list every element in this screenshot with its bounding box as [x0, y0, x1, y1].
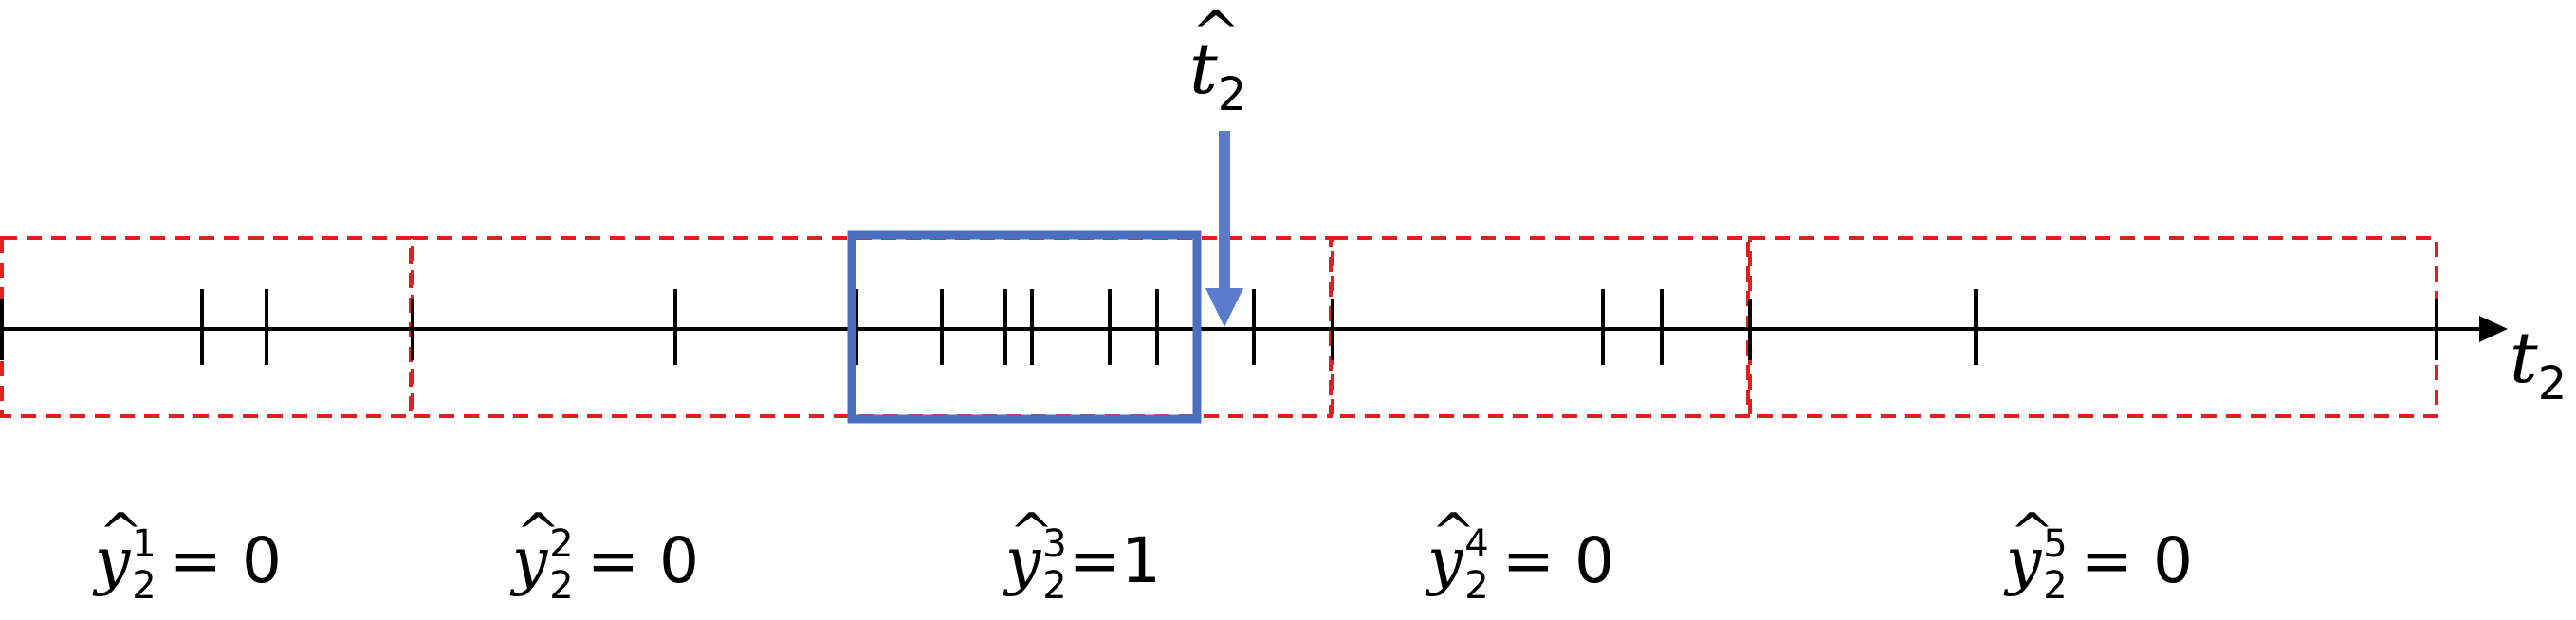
segment-5-hat: ^: [2010, 502, 2054, 564]
pointer-arrowhead: [1205, 288, 1243, 327]
axis-label: t2: [2510, 318, 2567, 410]
segment-1-variable: y: [95, 524, 131, 597]
segment-4-variable: y: [1427, 524, 1463, 597]
axis-variable: t: [2510, 318, 2538, 399]
segment-4-sup: 4: [1464, 522, 1489, 566]
segment-3-variable: y: [1005, 524, 1041, 597]
pointer-variable: t: [1189, 28, 1218, 110]
segment-4-hat: ^: [1431, 502, 1476, 564]
sliding-window-box: [847, 230, 1202, 424]
pointer-label: ^ t 2: [1189, 4, 1246, 122]
segment-3-sub: 2: [1042, 564, 1067, 608]
segment-2-variable: y: [512, 524, 548, 597]
segment-3-hat: ^: [1009, 502, 1054, 564]
segment-5-variable: y: [2006, 524, 2042, 597]
segment-5-sub: 2: [2043, 564, 2068, 608]
segment-4-sub: 2: [1464, 564, 1489, 608]
segment-1-value: = 0: [169, 524, 283, 597]
segment-4-value: = 0: [1501, 524, 1615, 597]
pointer-subscript: 2: [1217, 68, 1247, 121]
segment-5-value: = 0: [2080, 524, 2194, 597]
segment-3-value: =1: [1068, 524, 1162, 597]
axis-arrowhead: [2479, 316, 2508, 342]
segment-2-sub: 2: [549, 564, 574, 608]
segment-1-hat: ^: [99, 502, 143, 564]
segment-1-sub: 2: [132, 564, 156, 608]
segment-2-sup: 2: [549, 522, 574, 566]
segment-1-sup: 1: [132, 522, 156, 566]
segment-2-value: = 0: [586, 524, 700, 597]
segment-3-sup: 3: [1042, 522, 1067, 566]
pointer-hat: ^: [1191, 0, 1241, 67]
segment-5-sup: 5: [2043, 522, 2068, 566]
segment-2-hat: ^: [516, 502, 561, 564]
pointer-shaft: [1219, 131, 1230, 290]
axis-subscript: 2: [2537, 357, 2567, 410]
